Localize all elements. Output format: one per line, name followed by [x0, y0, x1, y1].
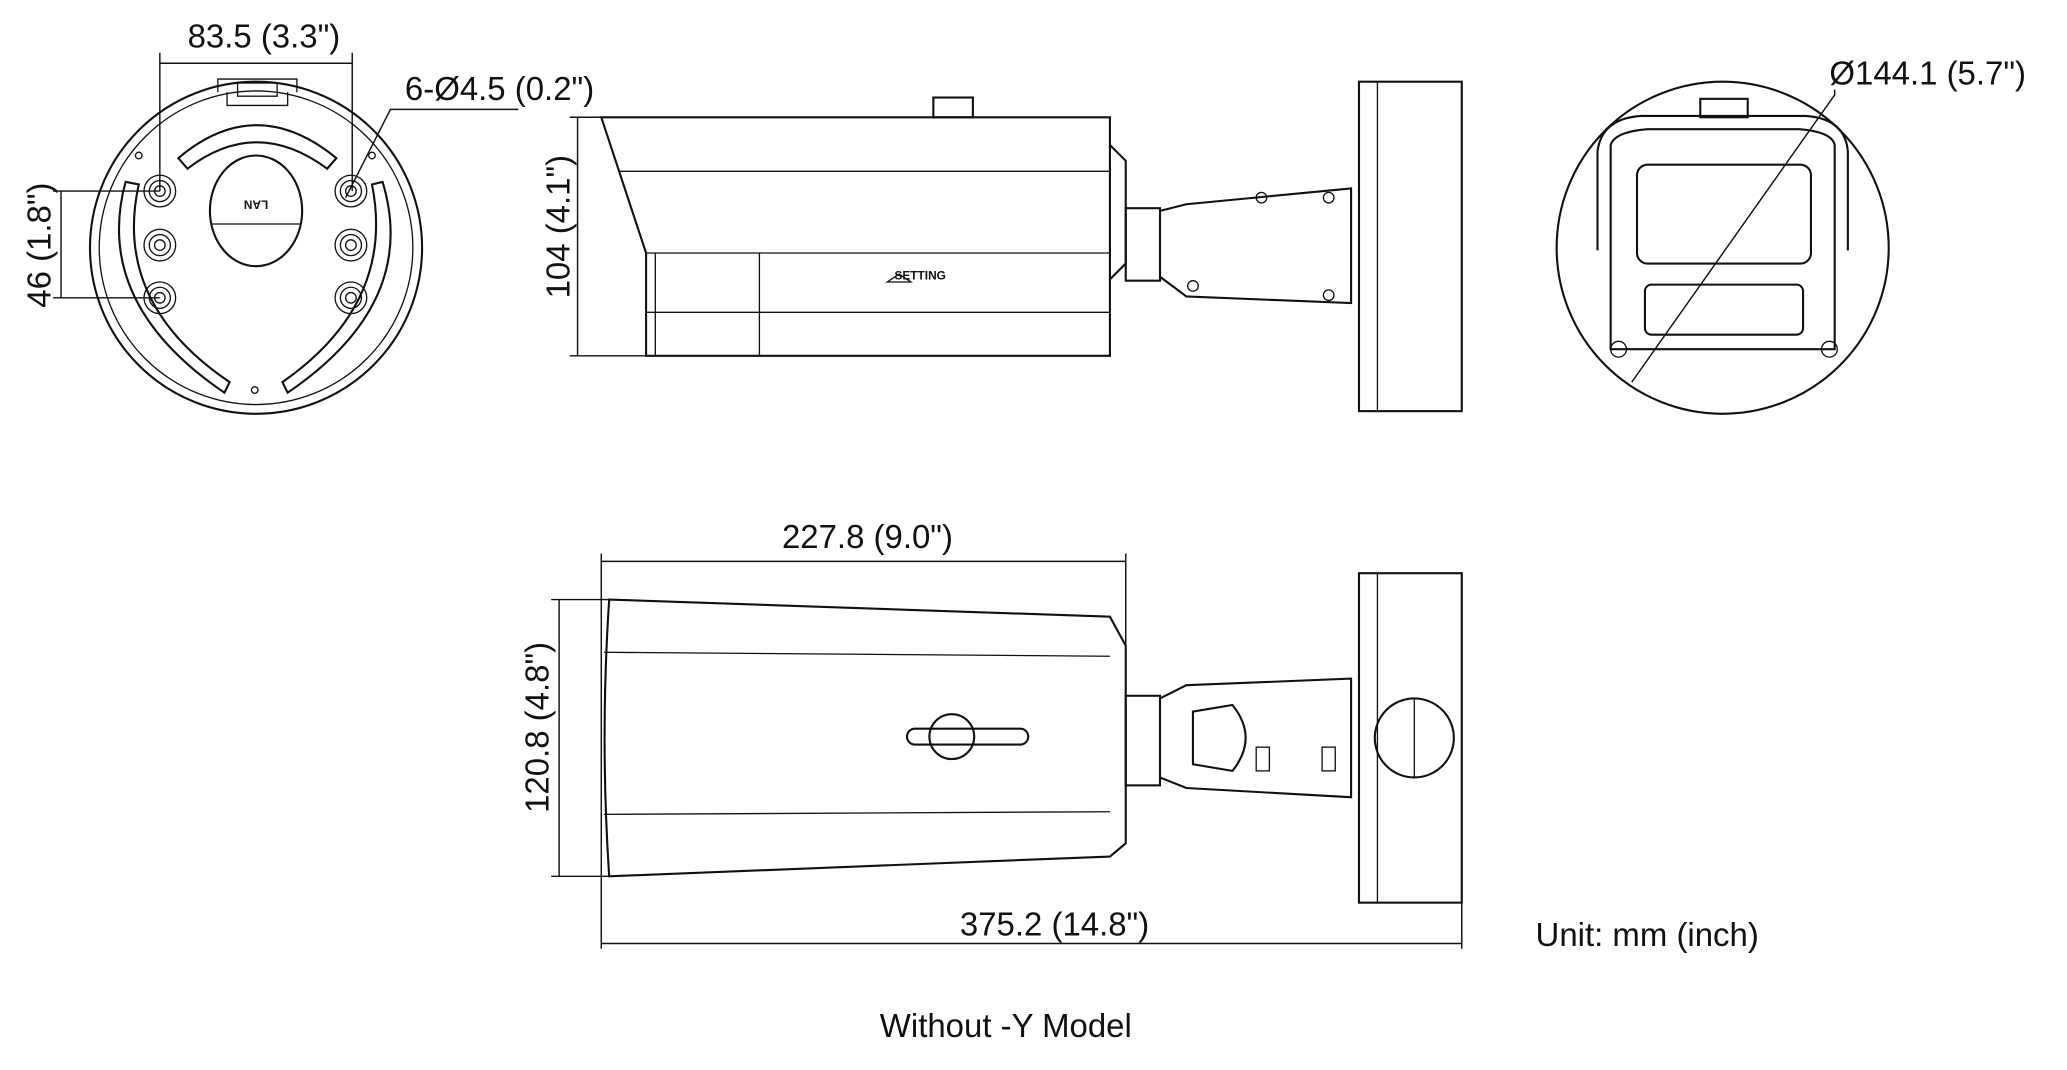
unit-note: Unit: mm (inch): [1536, 916, 1759, 953]
total-length-dimension: 375.2 (14.8"): [960, 906, 1149, 943]
mount-base-view: LAN 83.5 (3.3") 6-Ø4.5 (0.2") 46 (1.8"): [20, 17, 594, 415]
front-view: Ø144.1 (5.7"): [1555, 54, 2026, 415]
housing-height-dimension: 120.8 (4.8"): [519, 642, 556, 813]
caption: Without -Y Model: [880, 1007, 1132, 1044]
mount-width-dimension: 83.5 (3.3"): [188, 17, 341, 54]
side-view: SETTING 104 (4.1"): [540, 80, 1463, 413]
hole-spec-dimension: 6-Ø4.5 (0.2"): [405, 70, 594, 107]
diameter-dimension: Ø144.1 (5.7"): [1829, 54, 2026, 91]
hole-spacing-dimension: 46 (1.8"): [20, 182, 57, 307]
lan-label: LAN: [244, 197, 268, 211]
setting-label: SETTING: [895, 268, 946, 282]
top-view: 227.8 (9.0") 120.8 (4.8") 375.2 (14.8"): [519, 518, 1463, 949]
height-dimension: 104 (4.1"): [540, 155, 577, 299]
housing-length-dimension: 227.8 (9.0"): [782, 518, 953, 555]
